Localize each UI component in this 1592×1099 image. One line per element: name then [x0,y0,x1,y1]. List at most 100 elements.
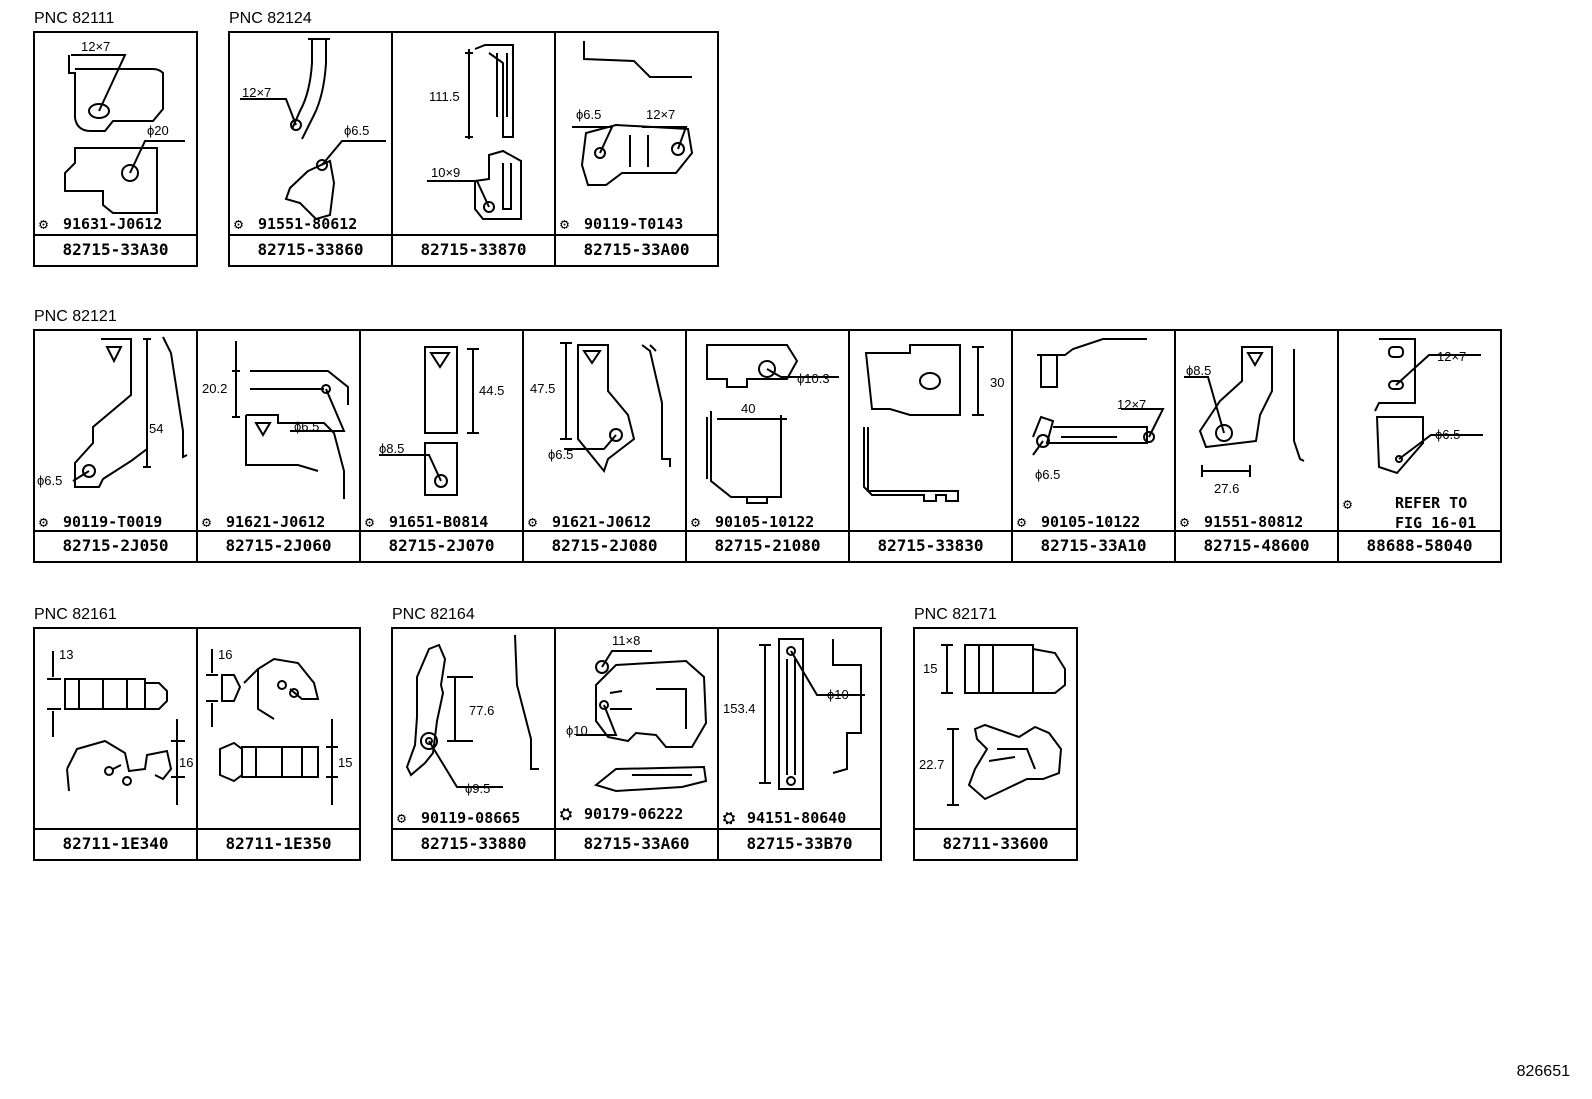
dimension-label: ϕ9.5 [465,781,491,796]
part-cell[interactable]: 111.5 10×9 82715-33870 [391,31,556,267]
bracket-drawing [941,644,1066,806]
bracket-drawing [72,336,188,488]
part-number[interactable]: 88688-58040 [1339,530,1500,561]
part-number[interactable]: 82715-33870 [393,234,554,265]
part-cell[interactable]: 153.4 ϕ10 ⛭ 94151-80640 82715-33B70 [717,627,882,861]
bracket-drawing [560,342,671,474]
dimension-label: 111.5 [429,89,460,104]
part-number[interactable]: 82715-33B70 [719,828,880,859]
part-cell[interactable]: ϕ6.5 12×7 ⚙ 90119-T0143 82715-33A00 [554,31,719,267]
dimension-label: 27.6 [1214,481,1240,496]
bracket-drawing [240,38,386,221]
dimension-label: ϕ6.5 [1435,427,1461,442]
part-cell[interactable]: 16 15 82711-1E350 [196,627,361,861]
part-number[interactable]: 82711-1E340 [35,828,196,859]
part-cell[interactable]: 12×7 ϕ6.5 ⚙ REFER TO FIG 16-01 88688-5804… [1337,329,1502,563]
bolt-part-number: 91551-80612 [258,215,358,233]
refer-note: REFER TO FIG 16-01 [1395,493,1476,533]
bracket-drawing [47,651,185,805]
part-number[interactable]: 82715-33A00 [556,234,717,265]
dimension-label: ϕ8.5 [1186,363,1212,378]
dimension-label: 40 [741,401,756,416]
part-number[interactable]: 82715-33880 [393,828,554,859]
part-cell[interactable]: 30 82715-33830 [848,329,1013,563]
dimension-label: 12×7 [81,39,111,54]
bracket-drawing [232,341,349,499]
bracket-drawing [64,54,185,214]
dimension-label: ϕ8.5 [379,441,405,456]
part-cell[interactable]: 11×8 ϕ10 ⛭ 90179-06222 82715-33A60 [554,627,719,861]
part-number[interactable]: 82715-33A30 [35,234,196,265]
refer-line: REFER TO [1395,494,1468,512]
bolt-icon: ⚙ [39,513,49,531]
bolt-icon: ⚙ [1180,513,1190,531]
bracket-drawing [706,344,839,504]
dimension-label: ϕ6.5 [37,473,63,488]
pnc-label: PNC 82171 [914,606,997,623]
part-number[interactable]: 82715-33860 [230,234,391,265]
dimension-label: 47.5 [530,381,556,396]
part-cell[interactable]: 12×7 ϕ20 ⚙ 91631-J0612 82715-33A30 [33,31,198,267]
dimension-label: ϕ6.5 [576,107,602,122]
figure-number: 826651 [1516,1063,1570,1080]
part-number[interactable]: 82715-2J080 [524,530,685,561]
bolt-icon: ⚙ [691,513,701,531]
part-number[interactable]: 82715-48600 [1176,530,1337,561]
part-number[interactable]: 82711-1E350 [198,828,359,859]
bracket-drawing [1374,338,1483,475]
bolt-part-number: 90105-10122 [1041,513,1141,531]
bracket-drawing [572,41,694,186]
dimension-label: 15 [923,661,938,676]
bolt-part-number: 90119-08665 [421,809,521,827]
bolt-part-number: 90179-06222 [584,805,684,823]
part-number[interactable]: 82715-2J050 [35,530,196,561]
dimension-label: 30 [990,375,1005,390]
dimension-label: 10×9 [431,165,461,180]
part-number[interactable]: 82715-33830 [850,530,1011,561]
dimension-label: 153.4 [723,701,756,716]
bolt-part-number: 91651-B0814 [389,513,489,531]
pnc-label: PNC 82124 [229,10,312,27]
dimension-label: ϕ10 [827,687,849,702]
dimension-label: 44.5 [479,383,505,398]
part-cell[interactable]: ϕ8.5 27.6 ⚙ 91551-80812 82715-48600 [1174,329,1339,563]
dimension-label: ϕ6.5 [1035,467,1061,482]
dimension-label: 20.2 [202,381,228,396]
part-cell[interactable]: 15 22.7 82711-33600 [913,627,1078,861]
refer-line: FIG 16-01 [1395,514,1477,532]
bracket-drawing [427,44,522,220]
part-number[interactable]: 82715-2J060 [198,530,359,561]
dimension-label: ϕ20 [147,123,169,138]
dimension-label: 12×7 [1437,349,1467,364]
part-cell[interactable]: ϕ10.3 40 ⚙ 90105-10122 82715-21080 [685,329,850,563]
dimension-label: ϕ6.5 [548,447,574,462]
part-number[interactable]: 82715-33A10 [1013,530,1174,561]
part-number[interactable]: 82715-33A60 [556,828,717,859]
bolt-icon: ⚙ [1343,495,1353,513]
part-cell[interactable]: 12×7 ϕ6.5 ⚙ 91551-80612 82715-33860 [228,31,393,267]
part-number[interactable]: 82711-33600 [915,828,1076,859]
dimension-label: ϕ6.5 [344,123,370,138]
dimension-label: 16 [179,755,194,770]
part-number[interactable]: 82715-21080 [687,530,848,561]
part-cell[interactable]: 47.5 ϕ6.5 ⚙ 91621-J0612 82715-2J080 [522,329,687,563]
part-cell[interactable]: 12×7 ϕ6.5 ⚙ 90105-10122 82715-33A10 [1011,329,1176,563]
part-cell[interactable]: 13 16 82711-1E340 [33,627,198,861]
bolt-part-number: 90119-T0019 [63,513,163,531]
part-cell[interactable]: 77.6 ϕ9.5 ⚙ 90119-08665 82715-33880 [391,627,556,861]
dimension-label: ϕ10 [566,723,588,738]
pnc-label: PNC 82121 [34,308,117,325]
bracket-drawing [863,344,984,502]
bracket-drawing [759,638,865,790]
part-cell[interactable]: 54 ϕ6.5 ⚙ 90119-T0019 82715-2J050 [33,329,198,563]
bracket-drawing [1184,346,1305,477]
dimension-label: 12×7 [242,85,272,100]
part-number[interactable]: 82715-2J070 [361,530,522,561]
dimension-label: 77.6 [469,703,495,718]
part-cell[interactable]: 20.2 ϕ6.5 ⚙ 91621-J0612 82715-2J060 [196,329,361,563]
bracket-drawing [379,346,479,496]
part-cell[interactable]: 44.5 ϕ8.5 ⚙ 91651-B0814 82715-2J070 [359,329,524,563]
bolt-part-number: 90105-10122 [715,513,815,531]
pnc-label: PNC 82111 [34,10,115,27]
bracket-drawing [576,650,708,793]
